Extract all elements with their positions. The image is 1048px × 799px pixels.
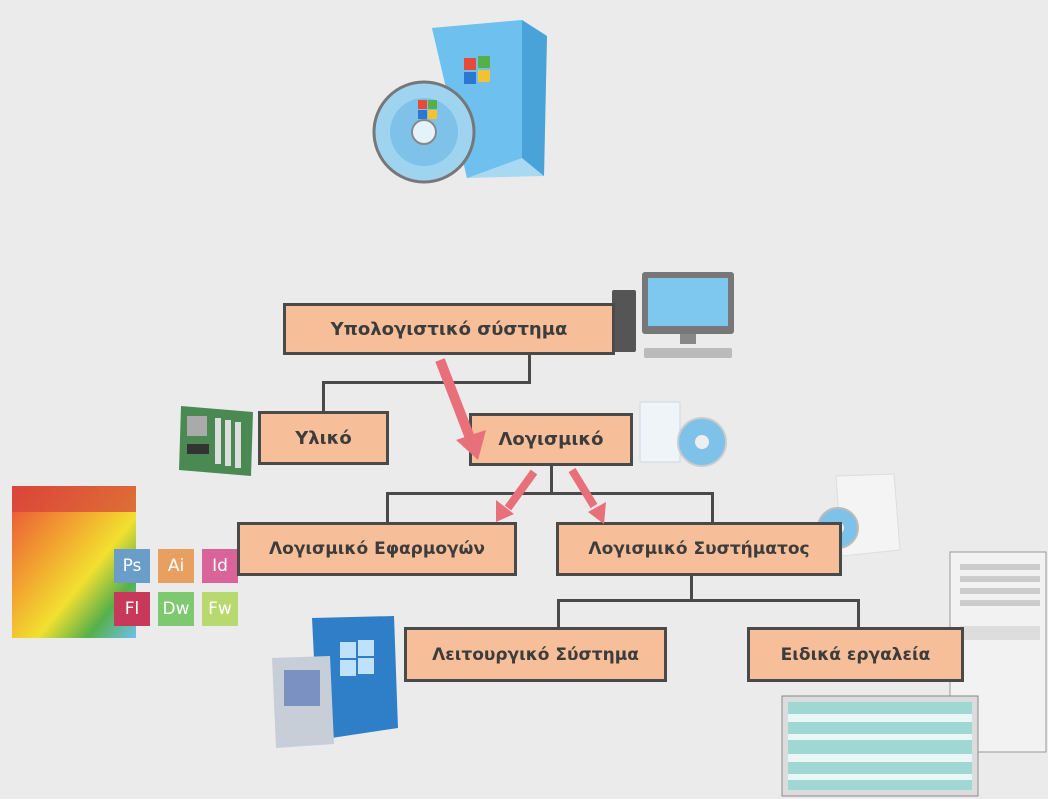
suite-tile-dw: Dw (158, 592, 194, 626)
root-node: Υπολογιστικό σύστημα (283, 303, 615, 355)
desktop-computer-icon (612, 272, 734, 358)
connector (322, 381, 325, 413)
software-disc-icon (639, 401, 727, 467)
connector (557, 599, 560, 629)
operating-system-node: Λειτουργικό Σύστημα (404, 627, 667, 682)
windows-box-icon (272, 616, 398, 748)
suite-tile-ps: Ps (114, 549, 150, 583)
arrow-root-to-software (435, 358, 475, 440)
arrow-head (456, 430, 486, 460)
connector (711, 492, 714, 524)
connector (528, 352, 531, 384)
software-box-icon (372, 20, 547, 184)
suite-tile-ai: Ai (158, 549, 194, 583)
suite-tile-fl: Fl (114, 592, 150, 626)
connector (550, 464, 553, 495)
arrow-software-to-application (504, 469, 538, 511)
connector (857, 599, 860, 629)
tools-window-icon (781, 551, 1047, 797)
arrow-head (496, 500, 514, 522)
application-software-node: Λογισμικό Εφαρμογών (237, 522, 517, 576)
connector (322, 381, 531, 384)
motherboard-icon (179, 406, 253, 476)
system-software-node: Λογισμικό Συστήματος (556, 522, 842, 576)
hardware-node: Υλικό (258, 411, 389, 465)
connector (557, 599, 860, 602)
connector (690, 575, 693, 602)
special-tools-node: Ειδικά εργαλεία (747, 627, 964, 682)
connector (386, 492, 389, 524)
suite-tile-id: Id (202, 549, 238, 583)
arrow-software-to-system (568, 467, 598, 509)
suite-tile-fw: Fw (202, 592, 238, 626)
connector (386, 492, 714, 495)
arrow-head (588, 502, 606, 524)
